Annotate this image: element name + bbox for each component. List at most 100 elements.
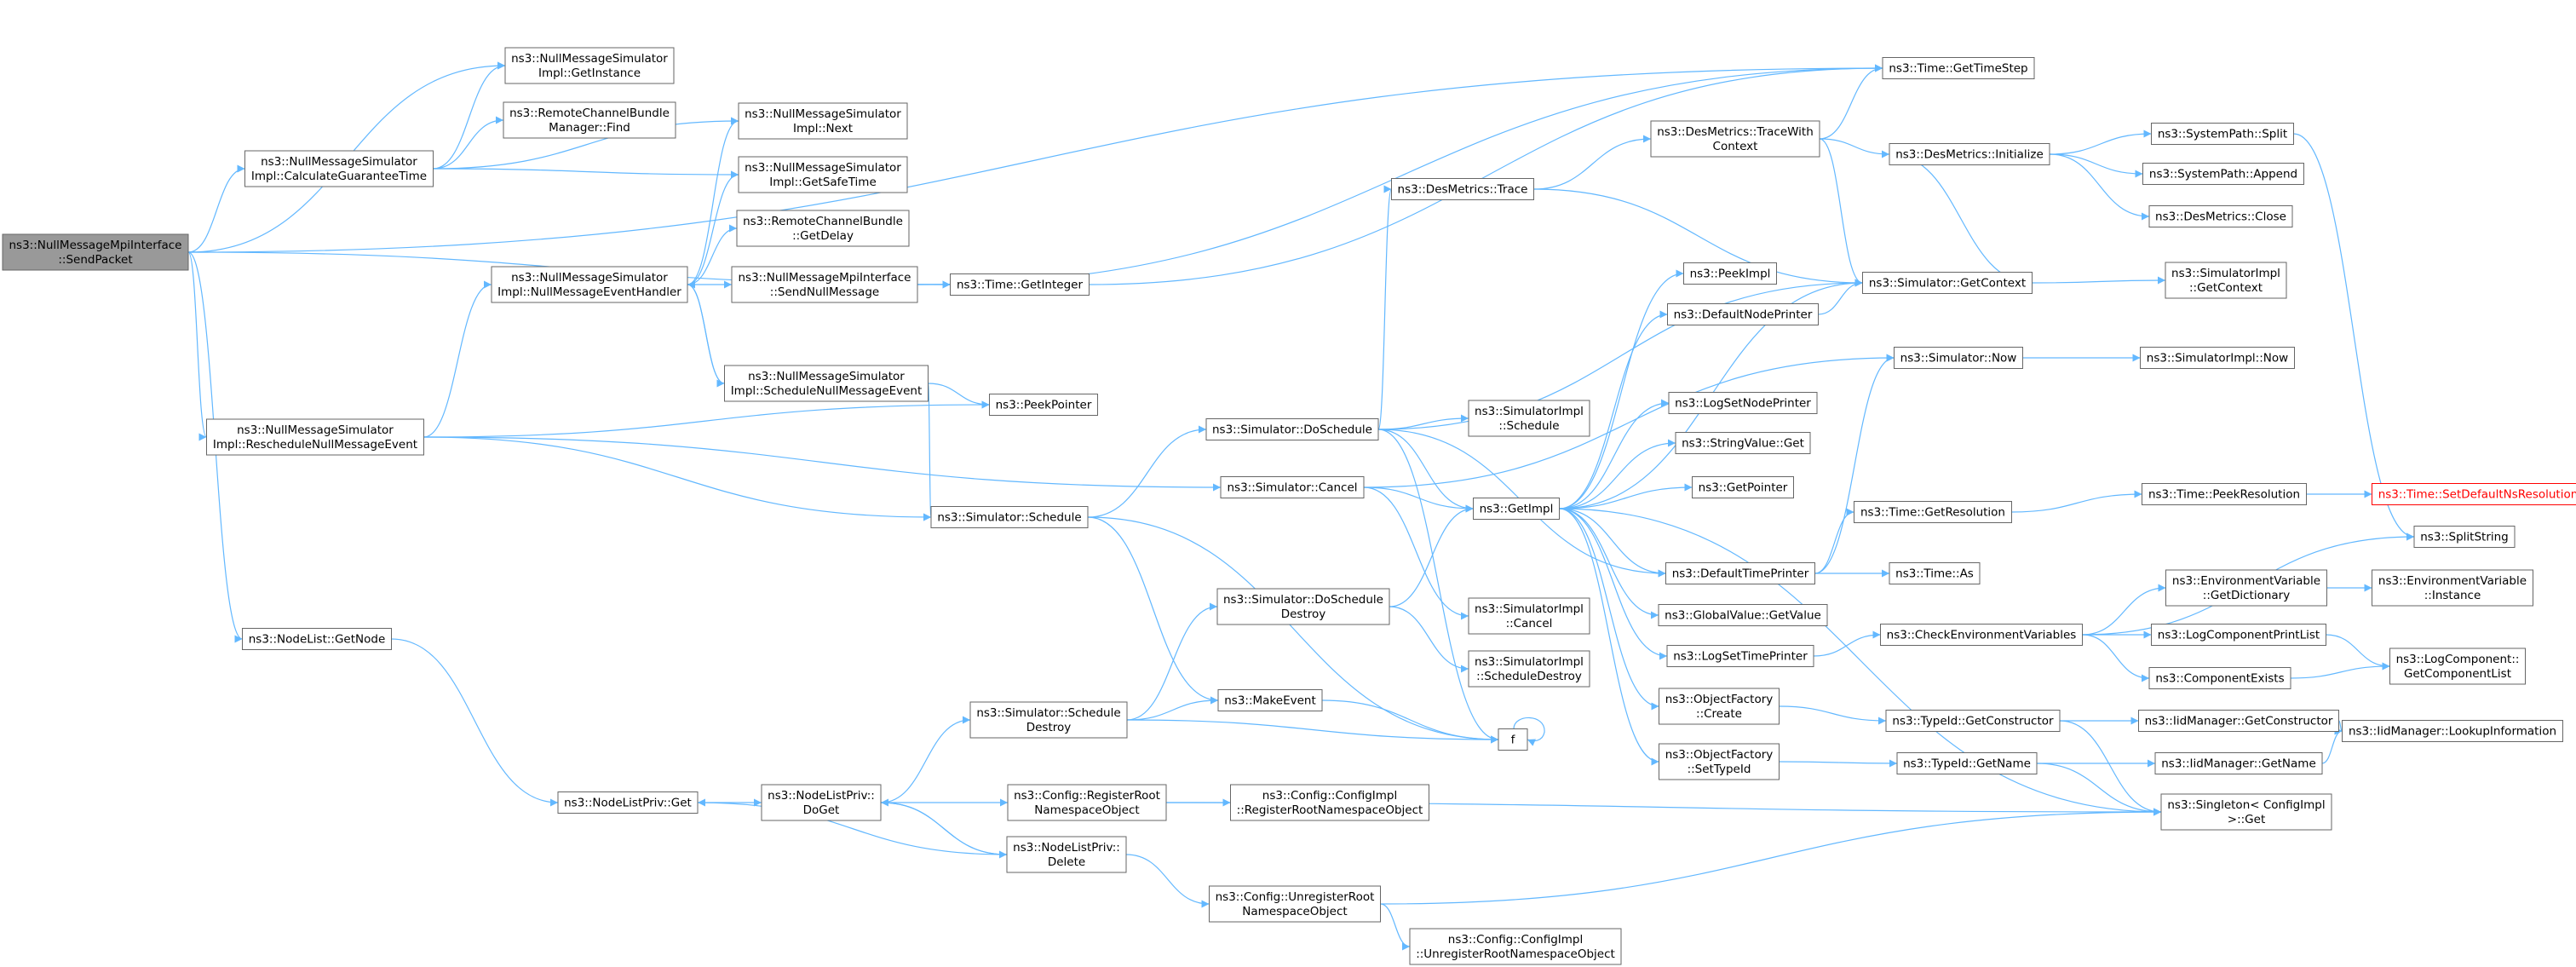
node-n41[interactable]: ns3::GlobalValue::GetValue bbox=[1658, 604, 1828, 626]
node-n22[interactable]: ns3::Config::UnregisterRootNamespaceObje… bbox=[1209, 885, 1381, 923]
node-label-line: ns3::Config::ConfigImpl bbox=[1448, 933, 1583, 947]
node-n50[interactable]: ns3::CheckEnvironmentVariables bbox=[1880, 624, 2083, 646]
node-n44[interactable]: ns3::ObjectFactory::SetTypeId bbox=[1659, 743, 1780, 780]
node-n64[interactable]: ns3::Singleton< ConfigImpl>::Get bbox=[2160, 793, 2332, 831]
node-n26[interactable]: f bbox=[1498, 728, 1528, 751]
node-n17[interactable]: ns3::NodeListPriv::Get bbox=[557, 791, 699, 814]
node-box bbox=[930, 506, 1089, 528]
node-n25[interactable]: ns3::MakeEvent bbox=[1217, 689, 1323, 711]
node-label-line: ::Cancel bbox=[1506, 617, 1553, 630]
node-n54[interactable]: ns3::SystemPath::Append bbox=[2142, 163, 2304, 185]
node-label-line: ns3::SimulatorImpl bbox=[1475, 655, 1584, 669]
node-n67[interactable]: ns3::EnvironmentVariable::Instance bbox=[2372, 569, 2533, 607]
edge-n45-to-n54 bbox=[2049, 153, 2143, 178]
node-n16[interactable]: ns3::Simulator::Cancel bbox=[1220, 476, 1365, 498]
node-label-line: ns3::TypeId::GetConstructor bbox=[1892, 715, 2054, 728]
node-n36[interactable]: ns3::DefaultNodePrinter bbox=[1667, 303, 1819, 325]
node-n47[interactable]: ns3::Simulator::Now bbox=[1894, 347, 2023, 369]
node-n21[interactable]: ns3::Simulator::ScheduleDestroy bbox=[969, 701, 1128, 739]
node-n57[interactable]: ns3::SimulatorImpl::Now bbox=[2140, 347, 2295, 369]
edge-n20-to-n22 bbox=[1125, 854, 1210, 908]
node-n40[interactable]: ns3::DefaultTimePrinter bbox=[1665, 562, 1815, 584]
edge-n50-to-n61 bbox=[2082, 634, 2150, 682]
node-n6[interactable]: ns3::NullMessageSimulatorImpl::Reschedul… bbox=[206, 418, 424, 456]
node-n45[interactable]: ns3::DesMetrics::Initialize bbox=[1889, 143, 2050, 165]
node-label-line: Impl::ScheduleNullMessageEvent bbox=[731, 384, 923, 398]
node-n59[interactable]: ns3::EnvironmentVariable::GetDictionary bbox=[2165, 569, 2327, 607]
node-label-line: GetComponentList bbox=[2404, 667, 2511, 681]
node-box bbox=[969, 701, 1128, 739]
edge-n34-to-n46 bbox=[1819, 138, 1863, 287]
node-n18[interactable]: ns3::NodeListPriv::DoGet bbox=[761, 784, 882, 821]
node-n61[interactable]: ns3::ComponentExists bbox=[2148, 667, 2291, 689]
node-n63[interactable]: ns3::IidManager::GetName bbox=[2154, 752, 2323, 774]
node-n12[interactable]: ns3::NullMessageMpiInterface::SendNullMe… bbox=[731, 266, 918, 303]
edge-n46-to-n56 bbox=[2032, 276, 2166, 285]
node-n51[interactable]: ns3::TypeId::GetConstructor bbox=[1885, 710, 2061, 732]
node-label-line: ns3::NullMessageSimulator bbox=[745, 107, 901, 121]
node-n52[interactable]: ns3::TypeId::GetName bbox=[1896, 752, 2038, 774]
node-label-line: ns3::NullMessageMpiInterface bbox=[738, 271, 911, 285]
node-n28[interactable]: ns3::Config::ConfigImpl::UnregisterRootN… bbox=[1409, 928, 1622, 965]
node-n55[interactable]: ns3::DesMetrics::Close bbox=[2148, 205, 2293, 227]
node-box bbox=[2372, 483, 2576, 505]
node-label-line: ns3::Time::SetDefaultNsResolution bbox=[2378, 488, 2576, 502]
node-n37[interactable]: ns3::LogSetNodePrinter bbox=[1668, 392, 1818, 414]
edge-n21-to-n26 bbox=[1126, 719, 1499, 744]
node-n53[interactable]: ns3::SystemPath::Split bbox=[2151, 123, 2294, 145]
node-n58[interactable]: ns3::Time::PeekResolution bbox=[2142, 483, 2307, 505]
node-n56[interactable]: ns3::SimulatorImpl::GetContext bbox=[2165, 262, 2287, 299]
node-n23[interactable]: ns3::Simulator::DoSchedule bbox=[1205, 418, 1379, 440]
node-n7[interactable]: ns3::NodeList::GetNode bbox=[242, 628, 392, 650]
node-n60[interactable]: ns3::LogComponentPrintList bbox=[2151, 624, 2326, 646]
node-n10[interactable]: ns3::NullMessageSimulatorImpl::GetSafeTi… bbox=[738, 156, 908, 193]
node-n2[interactable]: ns3::NullMessageSimulatorImpl::Calculate… bbox=[244, 150, 434, 187]
node-n3[interactable]: ns3::Time::GetTimeStep bbox=[1882, 57, 2035, 79]
edge-n23-to-n26 bbox=[1377, 429, 1499, 744]
node-n20[interactable]: ns3::NodeListPriv::Delete bbox=[1006, 836, 1127, 873]
node-n43[interactable]: ns3::ObjectFactory::Create bbox=[1659, 688, 1780, 725]
edge-n6-to-n15 bbox=[423, 436, 932, 521]
edge-n21-to-n25 bbox=[1126, 696, 1219, 721]
node-n1[interactable]: ns3::NullMessageSimulatorImpl::GetInstan… bbox=[504, 47, 675, 84]
edge-n31-to-n36 bbox=[1559, 310, 1668, 509]
node-label-line: ns3::CheckEnvironmentVariables bbox=[1887, 629, 2077, 642]
node-n48[interactable]: ns3::Time::GetResolution bbox=[1854, 501, 2012, 523]
node-n19[interactable]: ns3::Config::RegisterRootNamespaceObject bbox=[1007, 784, 1167, 821]
node-n35[interactable]: ns3::PeekImpl bbox=[1683, 262, 1777, 285]
node-n39[interactable]: ns3::GetPointer bbox=[1692, 476, 1794, 498]
node-n5[interactable]: ns3::Time::GetInteger bbox=[950, 273, 1090, 296]
node-n69[interactable]: ns3::IidManager::LookupInformation bbox=[2342, 720, 2563, 742]
node-n62[interactable]: ns3::IidManager::GetConstructor bbox=[2138, 710, 2339, 732]
node-label-line: f bbox=[1511, 734, 1516, 747]
node-box bbox=[1683, 262, 1777, 285]
node-n31[interactable]: ns3::GetImpl bbox=[1473, 498, 1560, 520]
node-n38[interactable]: ns3::StringValue::Get bbox=[1675, 432, 1811, 454]
node-n29[interactable]: ns3::DesMetrics::Trace bbox=[1391, 178, 1534, 200]
node-box bbox=[2142, 483, 2307, 505]
node-n14[interactable]: ns3::PeekPointer bbox=[989, 394, 1098, 416]
node-n33[interactable]: ns3::SimulatorImpl::ScheduleDestroy bbox=[1468, 650, 1590, 688]
node-n27[interactable]: ns3::Config::ConfigImpl::RegisterRootNam… bbox=[1230, 784, 1429, 821]
node-n65[interactable]: ns3::Time::SetDefaultNsResolution bbox=[2372, 483, 2576, 505]
node-box bbox=[1650, 120, 1820, 158]
node-n66[interactable]: ns3::SplitString bbox=[2413, 526, 2516, 548]
node-n49[interactable]: ns3::Time::As bbox=[1889, 562, 1981, 584]
node-n11[interactable]: ns3::RemoteChannelBundle::GetDelay bbox=[736, 210, 910, 247]
node-label-line: ns3::Simulator::Schedule bbox=[976, 706, 1120, 720]
node-n42[interactable]: ns3::LogSetTimePrinter bbox=[1666, 645, 1814, 667]
node-box bbox=[1659, 743, 1780, 780]
node-n15[interactable]: ns3::Simulator::Schedule bbox=[930, 506, 1089, 528]
node-n13[interactable]: ns3::NullMessageSimulatorImpl::ScheduleN… bbox=[724, 365, 929, 402]
node-n68[interactable]: ns3::LogComponent::GetComponentList bbox=[2389, 648, 2526, 685]
node-n30[interactable]: ns3::SimulatorImpl::Schedule bbox=[1468, 400, 1590, 437]
node-n4[interactable]: ns3::NullMessageSimulatorImpl::NullMessa… bbox=[491, 266, 688, 303]
node-box bbox=[1205, 418, 1379, 440]
node-n46[interactable]: ns3::Simulator::GetContext bbox=[1862, 272, 2033, 294]
node-n32[interactable]: ns3::SimulatorImpl::Cancel bbox=[1468, 597, 1590, 635]
node-label-line: ns3::Singleton< ConfigImpl bbox=[2167, 798, 2325, 812]
